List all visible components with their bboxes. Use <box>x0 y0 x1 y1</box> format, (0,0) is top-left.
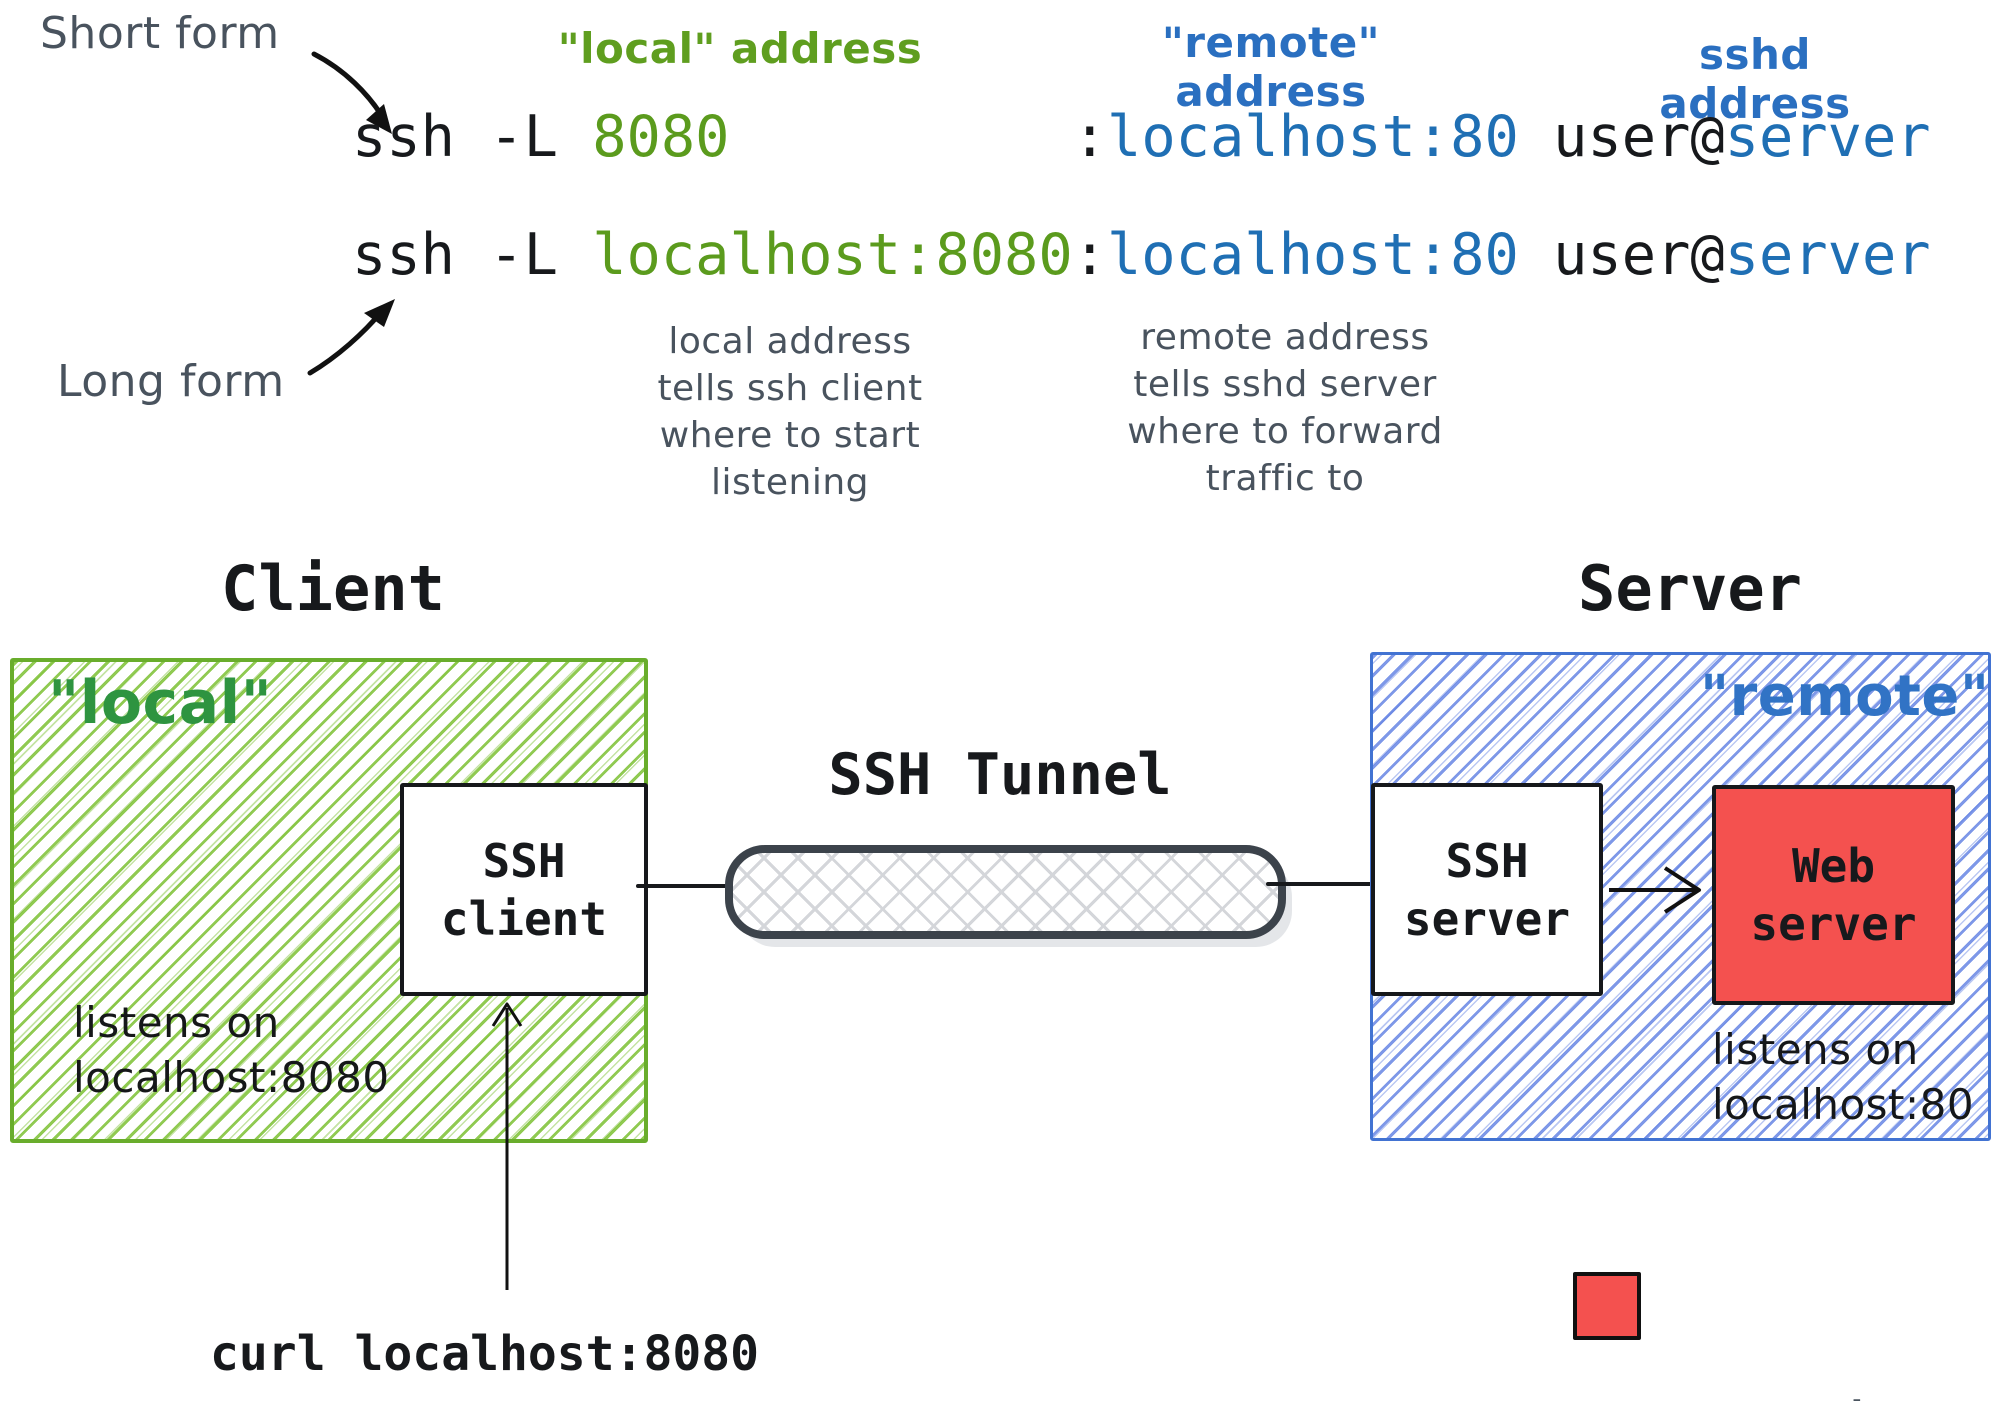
server-listens-note: listens on localhost:80 <box>1712 1022 1974 1132</box>
ssh-command-short: ssh -L 8080 :localhost:80 user@server <box>352 104 1931 170</box>
cmd2-local: localhost:8080 <box>592 222 1073 288</box>
ssh-client-label-line: SSH <box>482 833 566 888</box>
annotation-line: tells sshd server <box>1133 364 1437 405</box>
ssh-client-label-line: client <box>440 891 608 946</box>
cmd1-server: server <box>1724 104 1931 170</box>
remote-address-annotation: remote address tells sshd server where t… <box>1085 314 1485 502</box>
cmd2-prefix: ssh -L <box>352 222 593 288</box>
listens-line: localhost:80 <box>1712 1080 1975 1129</box>
ssh-tunnel-pipe <box>725 845 1286 939</box>
local-label: "local" <box>48 668 273 738</box>
legend-red-swatch-icon <box>1573 1272 1641 1340</box>
ssh-server-label-line: SSH <box>1445 833 1529 888</box>
legend-line: - Precious <box>1676 1390 1953 1401</box>
web-server-label-line: Web <box>1791 839 1876 893</box>
legend-label: - Precious resource <box>1676 1266 1953 1401</box>
curl-command: curl localhost:8080 <box>210 1326 760 1382</box>
web-server-box: Web server <box>1712 785 1955 1005</box>
short-form-label: Short form <box>40 8 280 59</box>
cmd1-user: user@ <box>1518 104 1725 170</box>
remote-address-header: "remote" address <box>1161 18 1381 116</box>
annotation-line: traffic to <box>1205 458 1365 499</box>
ssh-server-box: SSH server <box>1371 783 1603 996</box>
cmd1-prefix: ssh -L <box>352 104 593 170</box>
annotation-line: where to forward <box>1127 411 1443 452</box>
cmd2-server: server <box>1724 222 1931 288</box>
remote-label: "remote" <box>1700 664 1990 729</box>
cmd1-local: 8080 <box>592 104 730 170</box>
cmd1-remote: localhost:80 <box>1107 104 1519 170</box>
client-tunnel-connector <box>636 884 728 888</box>
annotation-line: listening <box>710 462 869 503</box>
tunnel-server-connector <box>1266 882 1374 886</box>
server-heading: Server <box>1578 552 1802 625</box>
client-listens-note: listens on localhost:8080 <box>73 995 390 1105</box>
annotation-line: tells ssh client <box>657 368 923 409</box>
tunnel-label: SSH Tunnel <box>828 742 1172 808</box>
web-server-label-line: server <box>1750 897 1917 951</box>
listens-line: listens on <box>1712 1025 1919 1074</box>
long-form-label: Long form <box>57 356 285 407</box>
listens-line: listens on <box>73 998 280 1047</box>
cmd2-user: user@ <box>1518 222 1725 288</box>
cmd2-colon: : <box>1072 222 1107 288</box>
ssh-client-box: SSH client <box>400 783 648 996</box>
long-form-arrow-icon <box>307 299 395 376</box>
curl-arrow-icon <box>491 1002 523 1290</box>
short-form-arrow-icon <box>311 51 392 134</box>
listens-line: localhost:8080 <box>73 1053 390 1102</box>
forward-arrow-icon <box>1609 866 1701 914</box>
local-address-header: "local" address <box>557 24 923 73</box>
annotation-line: where to start <box>659 415 921 456</box>
sshd-address-header: sshd address <box>1659 30 1851 128</box>
annotation-line: remote address <box>1140 317 1430 358</box>
local-address-annotation: local address tells ssh client where to … <box>590 318 990 506</box>
annotation-line: local address <box>668 321 912 362</box>
cmd2-remote: localhost:80 <box>1106 222 1519 288</box>
ssh-server-label-line: server <box>1403 891 1571 946</box>
client-heading: Client <box>221 552 445 625</box>
cmd1-colon: : <box>729 104 1107 170</box>
ssh-command-long: ssh -L localhost:8080:localhost:80 user@… <box>352 222 1931 288</box>
